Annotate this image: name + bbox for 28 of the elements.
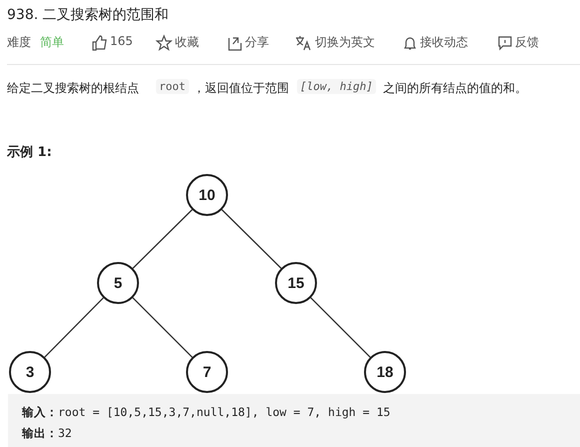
tree-edge [132, 297, 193, 358]
tree-node: 15 [275, 262, 317, 304]
toolbar-label: 反馈 [515, 34, 539, 51]
tree-node: 5 [97, 262, 139, 304]
toolbar-label: 收藏 [175, 34, 199, 51]
example-text: 输出：32 [22, 426, 72, 441]
inline-code: root [156, 79, 188, 94]
tree-node: 18 [364, 351, 406, 393]
toolbar-label: 165 [110, 34, 133, 48]
title: 938. 二叉搜索树的范围和 [7, 6, 169, 24]
description-text: 之间的所有结点的值的和。 [383, 80, 527, 97]
tree-edge [44, 297, 104, 358]
tree-edge [310, 297, 371, 358]
tree-node: 7 [186, 351, 228, 393]
tree-node: 3 [9, 351, 51, 393]
toolbar-label: 分享 [245, 34, 269, 51]
toolbar-label: 切换为英文 [315, 34, 375, 51]
tree-edge [221, 209, 282, 269]
toolbar-label: 接收动态 [420, 34, 468, 51]
description-text: ，返回值位于范围 [193, 80, 289, 97]
example-heading: 示例 1: [7, 144, 52, 161]
tree-edge [132, 209, 193, 269]
toolbar-label: 难度 [7, 34, 31, 51]
description-text: 给定二叉搜索树的根结点 [7, 80, 139, 97]
example-text: 输入：root = [10,5,15,3,7,null,18], low = 7, high = 15 [22, 405, 390, 420]
inline-code: [low, high] [297, 79, 376, 94]
tree-node: 10 [186, 174, 228, 216]
difficulty-label: 简单 [40, 34, 64, 51]
